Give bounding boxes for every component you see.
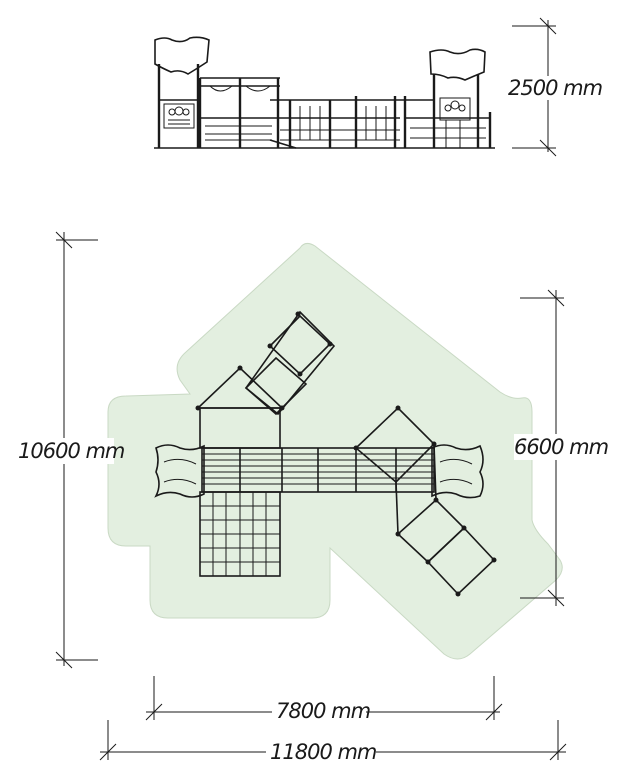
elevation-height-label: 2500 mm xyxy=(508,76,603,100)
plan-right-height-label: 6600 mm xyxy=(514,435,609,459)
plan-total-width-dimension: 11800 mm xyxy=(99,720,567,764)
safety-zone xyxy=(107,242,563,660)
plan-height-label: 10600 mm xyxy=(18,439,125,463)
elevation-view xyxy=(154,36,495,149)
plan-right-height-dimension: 6600 mm xyxy=(514,289,610,607)
plan-height-dimension: 10600 mm xyxy=(18,231,126,669)
plan-inner-width-label: 7800 mm xyxy=(276,699,371,723)
elevation-height-dimension: 2500 mm xyxy=(508,17,604,157)
plan-view xyxy=(107,242,563,660)
plan-inner-width-dimension: 7800 mm xyxy=(145,676,503,724)
plan-total-width-label: 11800 mm xyxy=(270,740,377,764)
